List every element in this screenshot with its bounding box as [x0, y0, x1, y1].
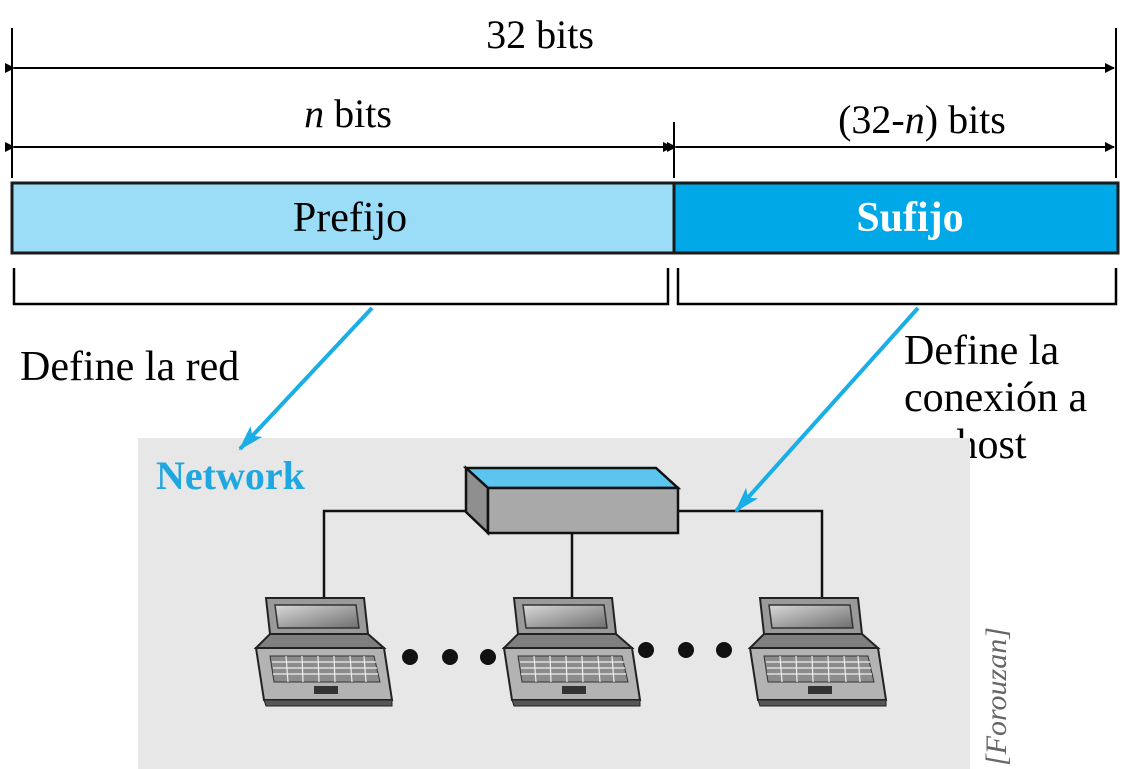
network-cables — [322, 509, 824, 600]
ellipsis-dots-icon-right — [638, 642, 732, 658]
prefix-length-dimension: n bits — [5, 91, 675, 178]
suffix-length-close: ) bits — [925, 97, 1006, 142]
prefix-bracket — [12, 268, 670, 306]
prefix-length-unit: bits — [324, 91, 392, 136]
switch-icon — [462, 465, 682, 536]
suffix-meaning-line-2: conexión a — [904, 375, 1087, 421]
suffix-label: Sufijo — [856, 195, 963, 241]
suffix-length-open: (32- — [838, 97, 905, 142]
suffix-length-var: n — [905, 97, 925, 142]
suffix-arrow-icon — [734, 306, 920, 513]
prefix-meaning-label: Define la red — [20, 344, 239, 390]
suffix-meaning-line-1: Define la — [904, 328, 1059, 374]
address-bar: Prefijo Sufijo — [10, 181, 1120, 255]
suffix-length-label: (32-n) bits — [838, 97, 1006, 142]
cable-right — [678, 509, 824, 600]
suffix-bracket — [676, 268, 1118, 306]
cable-left — [322, 509, 470, 600]
prefix-length-label: n bits — [304, 91, 392, 136]
network-label: Network — [156, 453, 306, 498]
credit-label: [Forouzan] — [980, 627, 1013, 766]
ellipsis-dots-icon-left — [402, 649, 496, 665]
suffix-block — [672, 181, 1120, 255]
total-length-dimension: 32 bits — [5, 12, 1117, 178]
prefix-arrow-icon — [238, 306, 374, 451]
prefix-label: Prefijo — [293, 195, 407, 241]
total-length-label: 32 bits — [486, 12, 594, 57]
prefix-length-var: n — [304, 91, 324, 136]
prefix-block — [10, 181, 676, 255]
suffix-length-dimension: (32-n) bits — [667, 97, 1115, 152]
